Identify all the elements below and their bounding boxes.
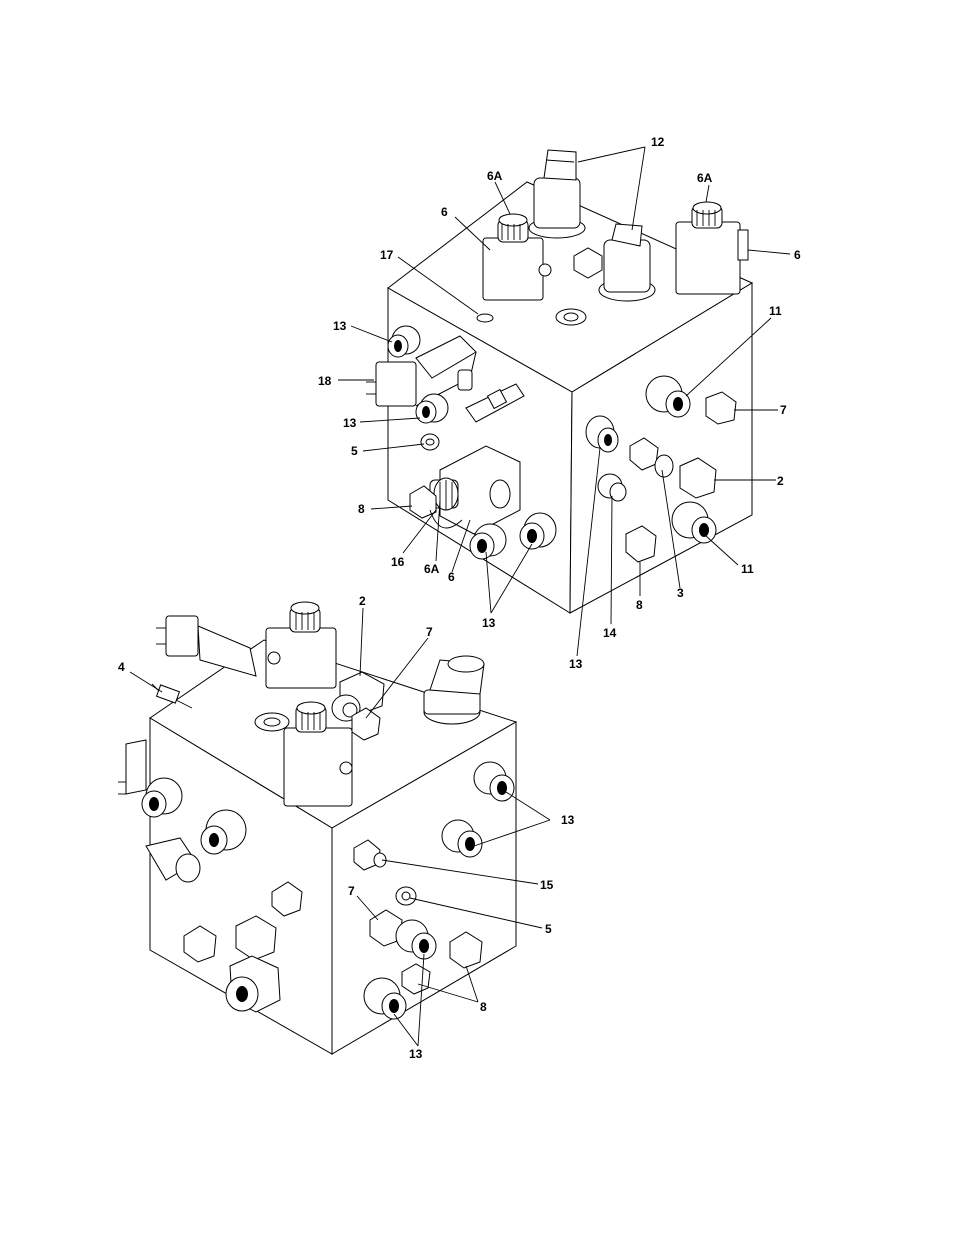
callout-6a: 6A [424,562,440,576]
callout-11: 11 [769,304,782,318]
washer-part-5 [396,887,416,905]
callout-5: 5 [545,922,552,936]
lower-manifold: 2 7 4 13 15 5 7 8 13 [118,594,575,1061]
callout-18: 18 [318,374,332,388]
upper-manifold: 12 6A 6A 6 6 17 13 18 13 5 8 16 6A 6 13 … [318,135,801,671]
callout-11: 11 [741,562,754,576]
callout-13: 13 [482,616,496,630]
callout-13: 13 [333,319,347,333]
callout-6a: 6A [487,169,503,183]
callout-8: 8 [358,502,365,516]
plug-part-17 [477,314,493,322]
side-solenoid [118,740,146,794]
callout-7: 7 [426,625,433,639]
solenoid-coil-part-6 [266,602,336,688]
callout-2: 2 [777,474,784,488]
solenoid-valve-rear [156,616,256,676]
callout-13: 13 [343,416,357,430]
callout-3: 3 [677,586,684,600]
callout-13: 13 [409,1047,423,1061]
solenoid-coil-part-6 [676,202,748,294]
rotary-valve-part-12 [529,150,585,238]
callout-5: 5 [351,444,358,458]
callout-13: 13 [569,657,583,671]
callout-7: 7 [780,403,787,417]
elbow-fitting-45 [424,656,484,724]
callout-13: 13 [561,813,575,827]
callout-8: 8 [636,598,643,612]
callout-12: 12 [651,135,665,149]
callout-6: 6 [794,248,801,262]
callout-7: 7 [348,884,355,898]
callout-2: 2 [359,594,366,608]
callout-14: 14 [603,626,617,640]
callout-8: 8 [480,1000,487,1014]
callout-6: 6 [448,570,455,584]
callout-6a: 6A [697,171,713,185]
callout-4: 4 [118,660,125,674]
callout-16: 16 [391,555,405,569]
callout-15: 15 [540,878,554,892]
callout-6: 6 [441,205,448,219]
callout-17: 17 [380,248,394,262]
